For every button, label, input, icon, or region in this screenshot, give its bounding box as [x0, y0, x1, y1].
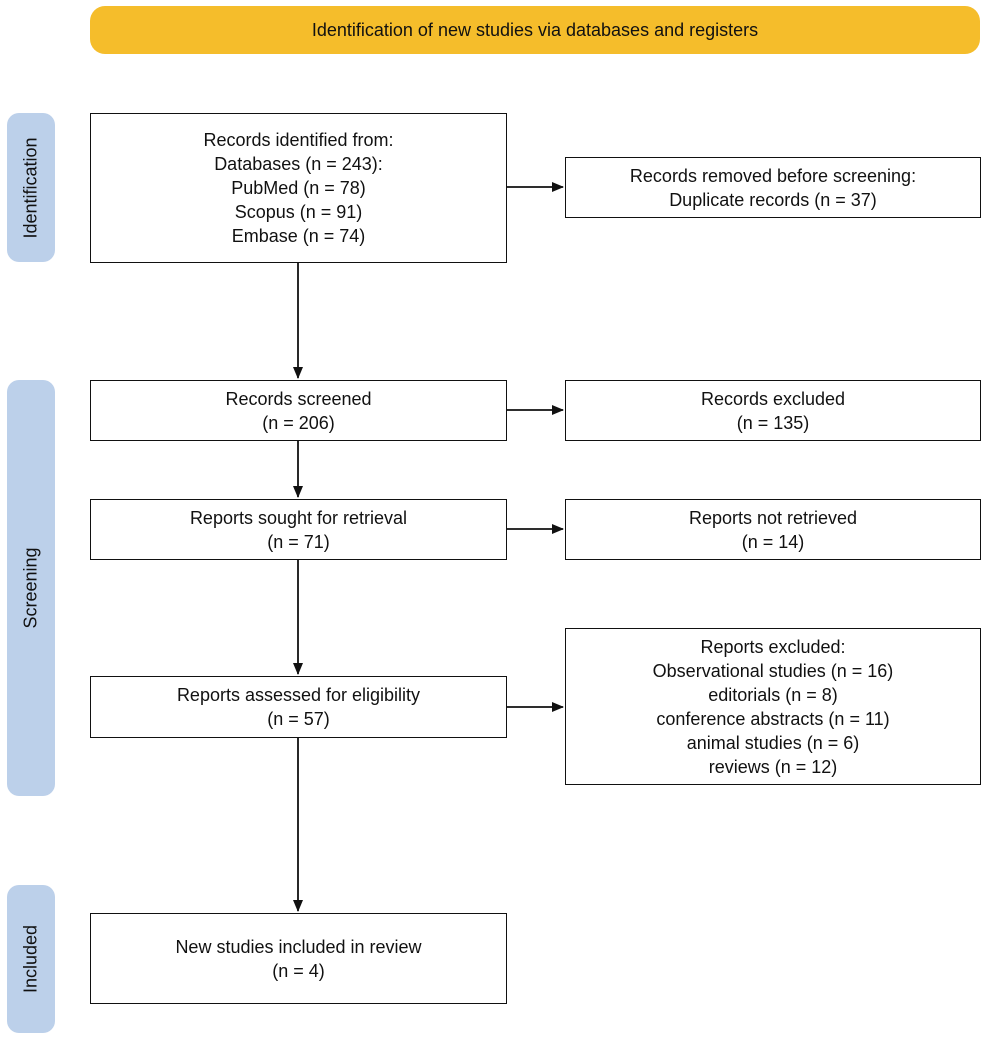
records-excluded-box: Records excluded (n = 135)	[565, 380, 981, 441]
records-removed-box: Records removed before screening: Duplic…	[565, 157, 981, 218]
phase-screening: Screening	[7, 380, 55, 796]
reports-sought-line: Reports sought for retrieval	[189, 507, 408, 528]
phase-identification: Identification	[7, 113, 55, 262]
reports-sought-line: (n = 71)	[267, 531, 330, 552]
reports-not-retrieved-line: Reports not retrieved	[688, 507, 858, 528]
records-identified-line: Databases (n = 243):	[214, 154, 383, 174]
header-banner: Identification of new studies via databa…	[90, 6, 980, 54]
reports-excluded-line: editorials (n = 8)	[708, 684, 838, 705]
reports-excluded-line: Reports excluded:	[700, 636, 846, 657]
phase-included: Included	[7, 885, 55, 1033]
reports-not-retrieved-box: Reports not retrieved (n = 14)	[565, 499, 981, 560]
records-screened-line: (n = 206)	[262, 412, 335, 433]
records-screened-line: Records screened	[225, 388, 372, 409]
reports-not-retrieved-line: (n = 14)	[741, 531, 805, 552]
records-identified-line: PubMed (n = 78)	[231, 178, 366, 198]
records-identified-line: Records identified from:	[203, 130, 394, 150]
reports-excluded-line: conference abstracts (n = 11)	[656, 708, 890, 729]
studies-included-line: New studies included in review	[175, 936, 422, 957]
records-excluded-line: Records excluded	[700, 388, 846, 409]
header-banner-title: Identification of new studies via databa…	[311, 19, 759, 40]
reports-assessed-box: Reports assessed for eligibility (n = 57…	[90, 676, 507, 738]
studies-included-box: New studies included in review (n = 4)	[90, 913, 507, 1004]
reports-assessed-line: (n = 57)	[267, 709, 330, 729]
records-removed-line: Records removed before screening:	[629, 165, 917, 186]
reports-assessed-line: Reports assessed for eligibility	[176, 685, 421, 705]
reports-excluded-line: reviews (n = 12)	[708, 756, 838, 777]
records-screened-box: Records screened (n = 206)	[90, 380, 507, 441]
records-identified-line: Scopus (n = 91)	[234, 202, 363, 222]
records-identified-line: Embase (n = 74)	[231, 226, 366, 246]
records-removed-line: Duplicate records (n = 37)	[669, 189, 877, 210]
records-identified-box: Records identified from: Databases (n = …	[90, 113, 507, 263]
reports-excluded-line: Observational studies (n = 16)	[652, 660, 894, 681]
reports-excluded-line: animal studies (n = 6)	[686, 732, 860, 753]
reports-excluded-box: Reports excluded: Observational studies …	[565, 628, 981, 785]
studies-included-line: (n = 4)	[272, 960, 325, 981]
reports-sought-box: Reports sought for retrieval (n = 71)	[90, 499, 507, 560]
records-excluded-line: (n = 135)	[736, 412, 810, 433]
